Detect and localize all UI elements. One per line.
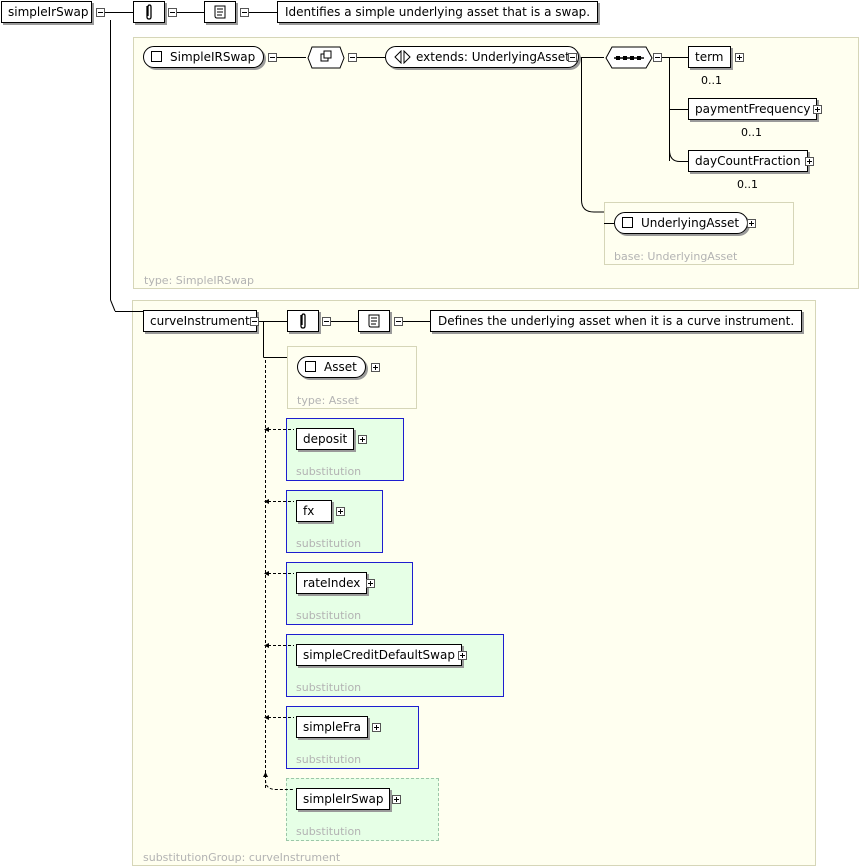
type-label: UnderlyingAsset [641, 216, 740, 230]
annotation-box[interactable] [133, 1, 165, 23]
collapse-toggle[interactable] [240, 8, 249, 17]
child-element-label: dayCountFraction [695, 154, 801, 168]
expand-toggle[interactable] [805, 157, 814, 166]
collapse-toggle[interactable] [348, 53, 357, 62]
expand-toggle[interactable] [813, 105, 822, 114]
substitution-element-fx[interactable]: fx [296, 500, 332, 522]
substitution-element-simple-credit-default-swap[interactable]: simpleCreditDefaultSwap [296, 644, 462, 666]
annotation-box[interactable] [287, 310, 319, 332]
root-element-label: simpleIrSwap [8, 5, 89, 19]
base-type-underlying-asset[interactable]: UnderlyingAsset [614, 212, 749, 234]
expand-toggle[interactable] [358, 435, 367, 444]
child-element-label: term [695, 50, 724, 64]
cardinality-label: 0..1 [741, 126, 762, 139]
cardinality-label: 0..1 [701, 74, 722, 87]
expand-toggle[interactable] [336, 507, 345, 516]
expand-toggle[interactable] [371, 363, 380, 372]
substitution-label: substitution [296, 681, 362, 694]
type-asset[interactable]: Asset [297, 356, 366, 378]
sequence-icon[interactable] [604, 46, 654, 70]
substitution-element-rate-index[interactable]: rateIndex [296, 572, 368, 594]
collapse-toggle[interactable] [653, 53, 662, 62]
asset-panel-footer: type: Asset [297, 394, 359, 407]
substitution-element-simple-ir-swap[interactable]: simpleIrSwap [296, 788, 391, 810]
substitution-element-simple-fra[interactable]: simpleFra [296, 716, 368, 738]
extends-arrow-icon [394, 50, 411, 64]
child-element-day-count-fraction[interactable]: dayCountFraction [688, 150, 808, 172]
type-square-icon [305, 361, 316, 372]
type-square-icon [622, 217, 633, 228]
type-label: SimpleIRSwap [170, 50, 256, 64]
documentation-box[interactable] [204, 1, 236, 23]
substitution-element-label: fx [303, 504, 315, 518]
documentation-text: Identifies a simple underlying asset tha… [285, 5, 591, 19]
substitution-label: substitution [296, 609, 362, 622]
substitution-label: substitution [296, 753, 362, 766]
collapse-toggle[interactable] [394, 317, 403, 326]
substitution-label: substitution [296, 465, 362, 478]
scroll-icon [368, 314, 380, 328]
sequence-compositor-icon[interactable] [306, 46, 346, 70]
cardinality-label: 0..1 [737, 178, 758, 191]
base-panel-footer: base: UnderlyingAsset [614, 250, 738, 263]
type-panel-footer: type: SimpleIRSwap [144, 274, 254, 287]
extends-box[interactable]: extends: UnderlyingAsset [385, 46, 579, 68]
head-element-label: curveInstrument [150, 314, 250, 328]
expand-toggle[interactable] [747, 219, 756, 228]
substitution-element-deposit[interactable]: deposit [296, 428, 355, 450]
child-element-term[interactable]: term [688, 46, 731, 68]
expand-toggle[interactable] [458, 651, 467, 660]
substitution-element-label: rateIndex [303, 576, 361, 590]
type-label: Asset [324, 360, 357, 374]
expand-toggle[interactable] [735, 53, 744, 62]
group-panel-footer: substitutionGroup: curveInstrument [143, 851, 341, 864]
expand-toggle[interactable] [392, 795, 401, 804]
collapse-toggle[interactable] [96, 8, 105, 17]
child-element-label: paymentFrequency [695, 102, 811, 116]
scroll-icon [214, 5, 226, 19]
paperclip-icon [146, 4, 152, 20]
group-documentation-text: Defines the underlying asset when it is … [430, 310, 803, 332]
collapse-toggle[interactable] [268, 53, 277, 62]
documentation-text: Defines the underlying asset when it is … [438, 314, 795, 328]
paperclip-icon [300, 313, 306, 329]
group-panel: substitutionGroup: curveInstrument [132, 300, 816, 866]
substitution-element-label: simpleFra [303, 720, 361, 734]
root-element-simple-ir-swap[interactable]: simpleIrSwap [1, 1, 92, 23]
collapse-toggle[interactable] [322, 317, 331, 326]
substitution-element-label: deposit [303, 432, 348, 446]
expand-toggle[interactable] [366, 579, 375, 588]
substitution-label: substitution [296, 825, 362, 838]
head-element-curve-instrument[interactable]: curveInstrument [143, 310, 257, 332]
collapse-toggle[interactable] [568, 53, 577, 62]
collapse-toggle[interactable] [168, 8, 177, 17]
substitution-label: substitution [296, 537, 362, 550]
type-square-icon [151, 51, 162, 62]
documentation-box[interactable] [358, 310, 390, 332]
child-element-payment-frequency[interactable]: paymentFrequency [688, 98, 818, 120]
expand-toggle[interactable] [372, 723, 381, 732]
collapse-toggle[interactable] [250, 317, 259, 326]
substitution-element-label: simpleCreditDefaultSwap [303, 648, 455, 662]
root-documentation-text: Identifies a simple underlying asset tha… [277, 1, 599, 23]
substitution-element-label: simpleIrSwap [303, 792, 384, 806]
complex-type-simple-ir-swap[interactable]: SimpleIRSwap [143, 46, 265, 68]
extends-label: extends: UnderlyingAsset [416, 50, 570, 64]
